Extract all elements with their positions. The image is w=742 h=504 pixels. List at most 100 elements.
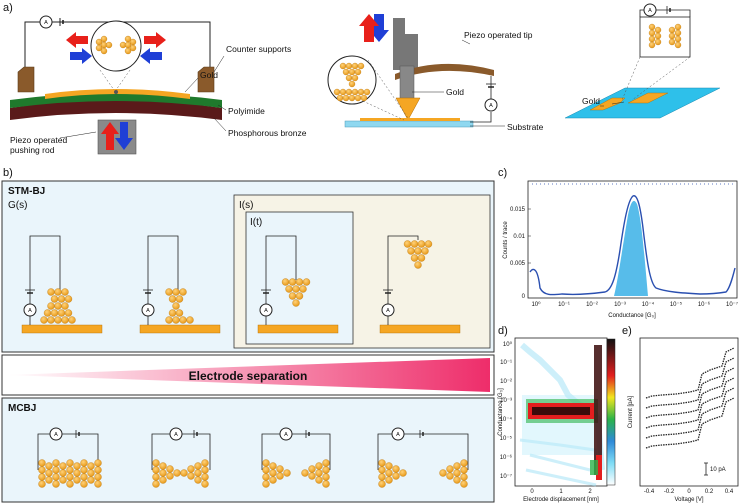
- svg-text:A: A: [648, 8, 652, 14]
- stm-junction-1: A: [21, 235, 103, 334]
- svg-text:A: A: [264, 308, 268, 314]
- pushing-rod-label-2: pushing rod: [10, 145, 55, 155]
- counter-support-right: [197, 66, 215, 93]
- stm-tip: [395, 97, 421, 121]
- y-tick-2: 0.01: [513, 234, 525, 240]
- mcbj-junction-4: A: [377, 427, 469, 488]
- iv-curve: [645, 377, 735, 429]
- e-xlabel: Voltage [V]: [674, 497, 703, 503]
- d-ylabel: Conductance [G₀]: [498, 388, 504, 436]
- d-y-tick-6: 10⁻⁶: [500, 454, 513, 461]
- pushing-rod: [97, 119, 137, 155]
- arrow-up-icon: [101, 122, 119, 150]
- mcbj-title: MCBJ: [8, 403, 36, 414]
- x-tick-0: 10⁰: [531, 301, 541, 308]
- d-y-tick-2: 10⁻²: [500, 379, 512, 385]
- mcbj-junction-3: A: [261, 427, 331, 488]
- svg-text:A: A: [489, 103, 493, 109]
- mcbj-section: [1, 397, 495, 503]
- arrow-left-red-icon: [66, 32, 88, 48]
- scale-bar-label: 10 pA: [710, 467, 726, 473]
- substrate-label: Substrate: [507, 122, 544, 132]
- e-x-tick-0: -0.4: [644, 489, 655, 495]
- e-ylabel: Current [pA]: [628, 396, 634, 429]
- svg-text:A: A: [396, 432, 400, 438]
- d-x-tick-0: 0: [530, 489, 534, 495]
- y-tick-3: 0.015: [510, 207, 526, 213]
- gold-layer: [45, 89, 190, 99]
- x-tick-4: 10⁻⁴: [642, 301, 655, 308]
- stm-setup-diagram: A: [327, 14, 505, 128]
- iv-curve: [645, 367, 735, 419]
- e-x-tick-3: 0.2: [705, 489, 714, 495]
- d-y-tick-0: 10⁰: [503, 341, 513, 348]
- electrode-separation-label: Electrode separation: [189, 369, 308, 383]
- d-y-tick-4: 10⁻⁴: [500, 416, 513, 423]
- cantilever: [395, 63, 494, 80]
- arrow-right-red-icon: [144, 32, 166, 48]
- ammeter-icon: [484, 98, 498, 112]
- histogram-curve: [529, 195, 736, 296]
- c-ylabel: Counts / trace: [503, 221, 509, 259]
- svg-text:A: A: [386, 308, 390, 314]
- i-t-label: I(t): [250, 217, 262, 228]
- svg-text:A: A: [146, 308, 150, 314]
- phosphorous-bronze-layer: [10, 100, 222, 120]
- d-y-tick-1: 10⁻¹: [500, 360, 512, 366]
- iv-curve: [645, 357, 735, 409]
- mcbj-junction-2: A: [151, 427, 211, 488]
- planar-setup-diagram: A: [564, 3, 721, 119]
- zoom-circle: [90, 20, 142, 72]
- iv-plot: [639, 337, 739, 487]
- panel-b-label: b): [3, 167, 13, 179]
- y-tick-1: 0.005: [510, 261, 526, 267]
- phosphorous-bronze-label: Phosphorous bronze: [228, 128, 307, 138]
- separation-wedge: [6, 358, 490, 392]
- piezo-tip-label: Piezo operated tip: [464, 30, 533, 40]
- pushing-rod-label-1: Piezo operated: [10, 135, 67, 145]
- y-tick-0: 0: [522, 294, 526, 300]
- polyimide-label: Polyimide: [228, 106, 265, 116]
- ammeter-icon: [391, 427, 405, 441]
- stm-junction-4: A: [379, 235, 461, 334]
- ammeter-icon: [643, 3, 657, 17]
- svg-text:A: A: [284, 432, 288, 438]
- counter-support-left: [17, 66, 35, 93]
- g-s-label: G(s): [8, 200, 27, 211]
- stm-gold-label: Gold: [446, 87, 464, 97]
- zoom-box: [639, 16, 691, 58]
- svg-text:A: A: [174, 432, 178, 438]
- d-x-tick-1: 1: [559, 489, 563, 495]
- svg-text:A: A: [28, 308, 32, 314]
- d-y-tick-3: 10⁻³: [500, 398, 512, 404]
- x-tick-7: 10⁻⁷: [726, 301, 738, 308]
- d-y-tick-7: 10⁻⁷: [500, 473, 512, 480]
- stm-junction-3: A: [257, 235, 339, 334]
- histogram-fill: [614, 200, 648, 296]
- iv-curve: [645, 397, 735, 449]
- svg-text:A: A: [54, 432, 58, 438]
- x-tick-6: 10⁻⁶: [698, 301, 711, 308]
- ammeter-icon: [259, 303, 273, 317]
- iv-curve: [645, 347, 735, 399]
- tip-holder: [393, 18, 418, 70]
- iv-curve: [645, 387, 735, 439]
- x-tick-2: 10⁻²: [586, 302, 598, 308]
- gold-label: Gold: [200, 70, 218, 80]
- arrow-down-icon: [115, 122, 133, 150]
- e-x-tick-2: 0: [687, 489, 691, 495]
- ammeter-icon: [169, 427, 183, 441]
- i-t-box: [245, 211, 354, 345]
- mcbj-junction-1: A: [37, 427, 102, 488]
- panel-c-label: c): [498, 167, 507, 179]
- panel-a-label: a): [3, 2, 13, 14]
- arrow-right-blue-icon: [70, 48, 92, 64]
- d-y-tick-5: 10⁻⁵: [500, 435, 513, 442]
- histogram-chart: 0 0.005 0.01 0.015 10⁰ 10⁻¹ 10⁻² 10⁻³ 10…: [510, 180, 738, 308]
- x-tick-5: 10⁻⁵: [670, 301, 683, 308]
- substrate: [344, 120, 474, 128]
- svg-text:A: A: [44, 20, 48, 26]
- e-x-tick-4: 0.4: [725, 489, 734, 495]
- d-xlabel: Electrode displacement [nm]: [523, 497, 599, 503]
